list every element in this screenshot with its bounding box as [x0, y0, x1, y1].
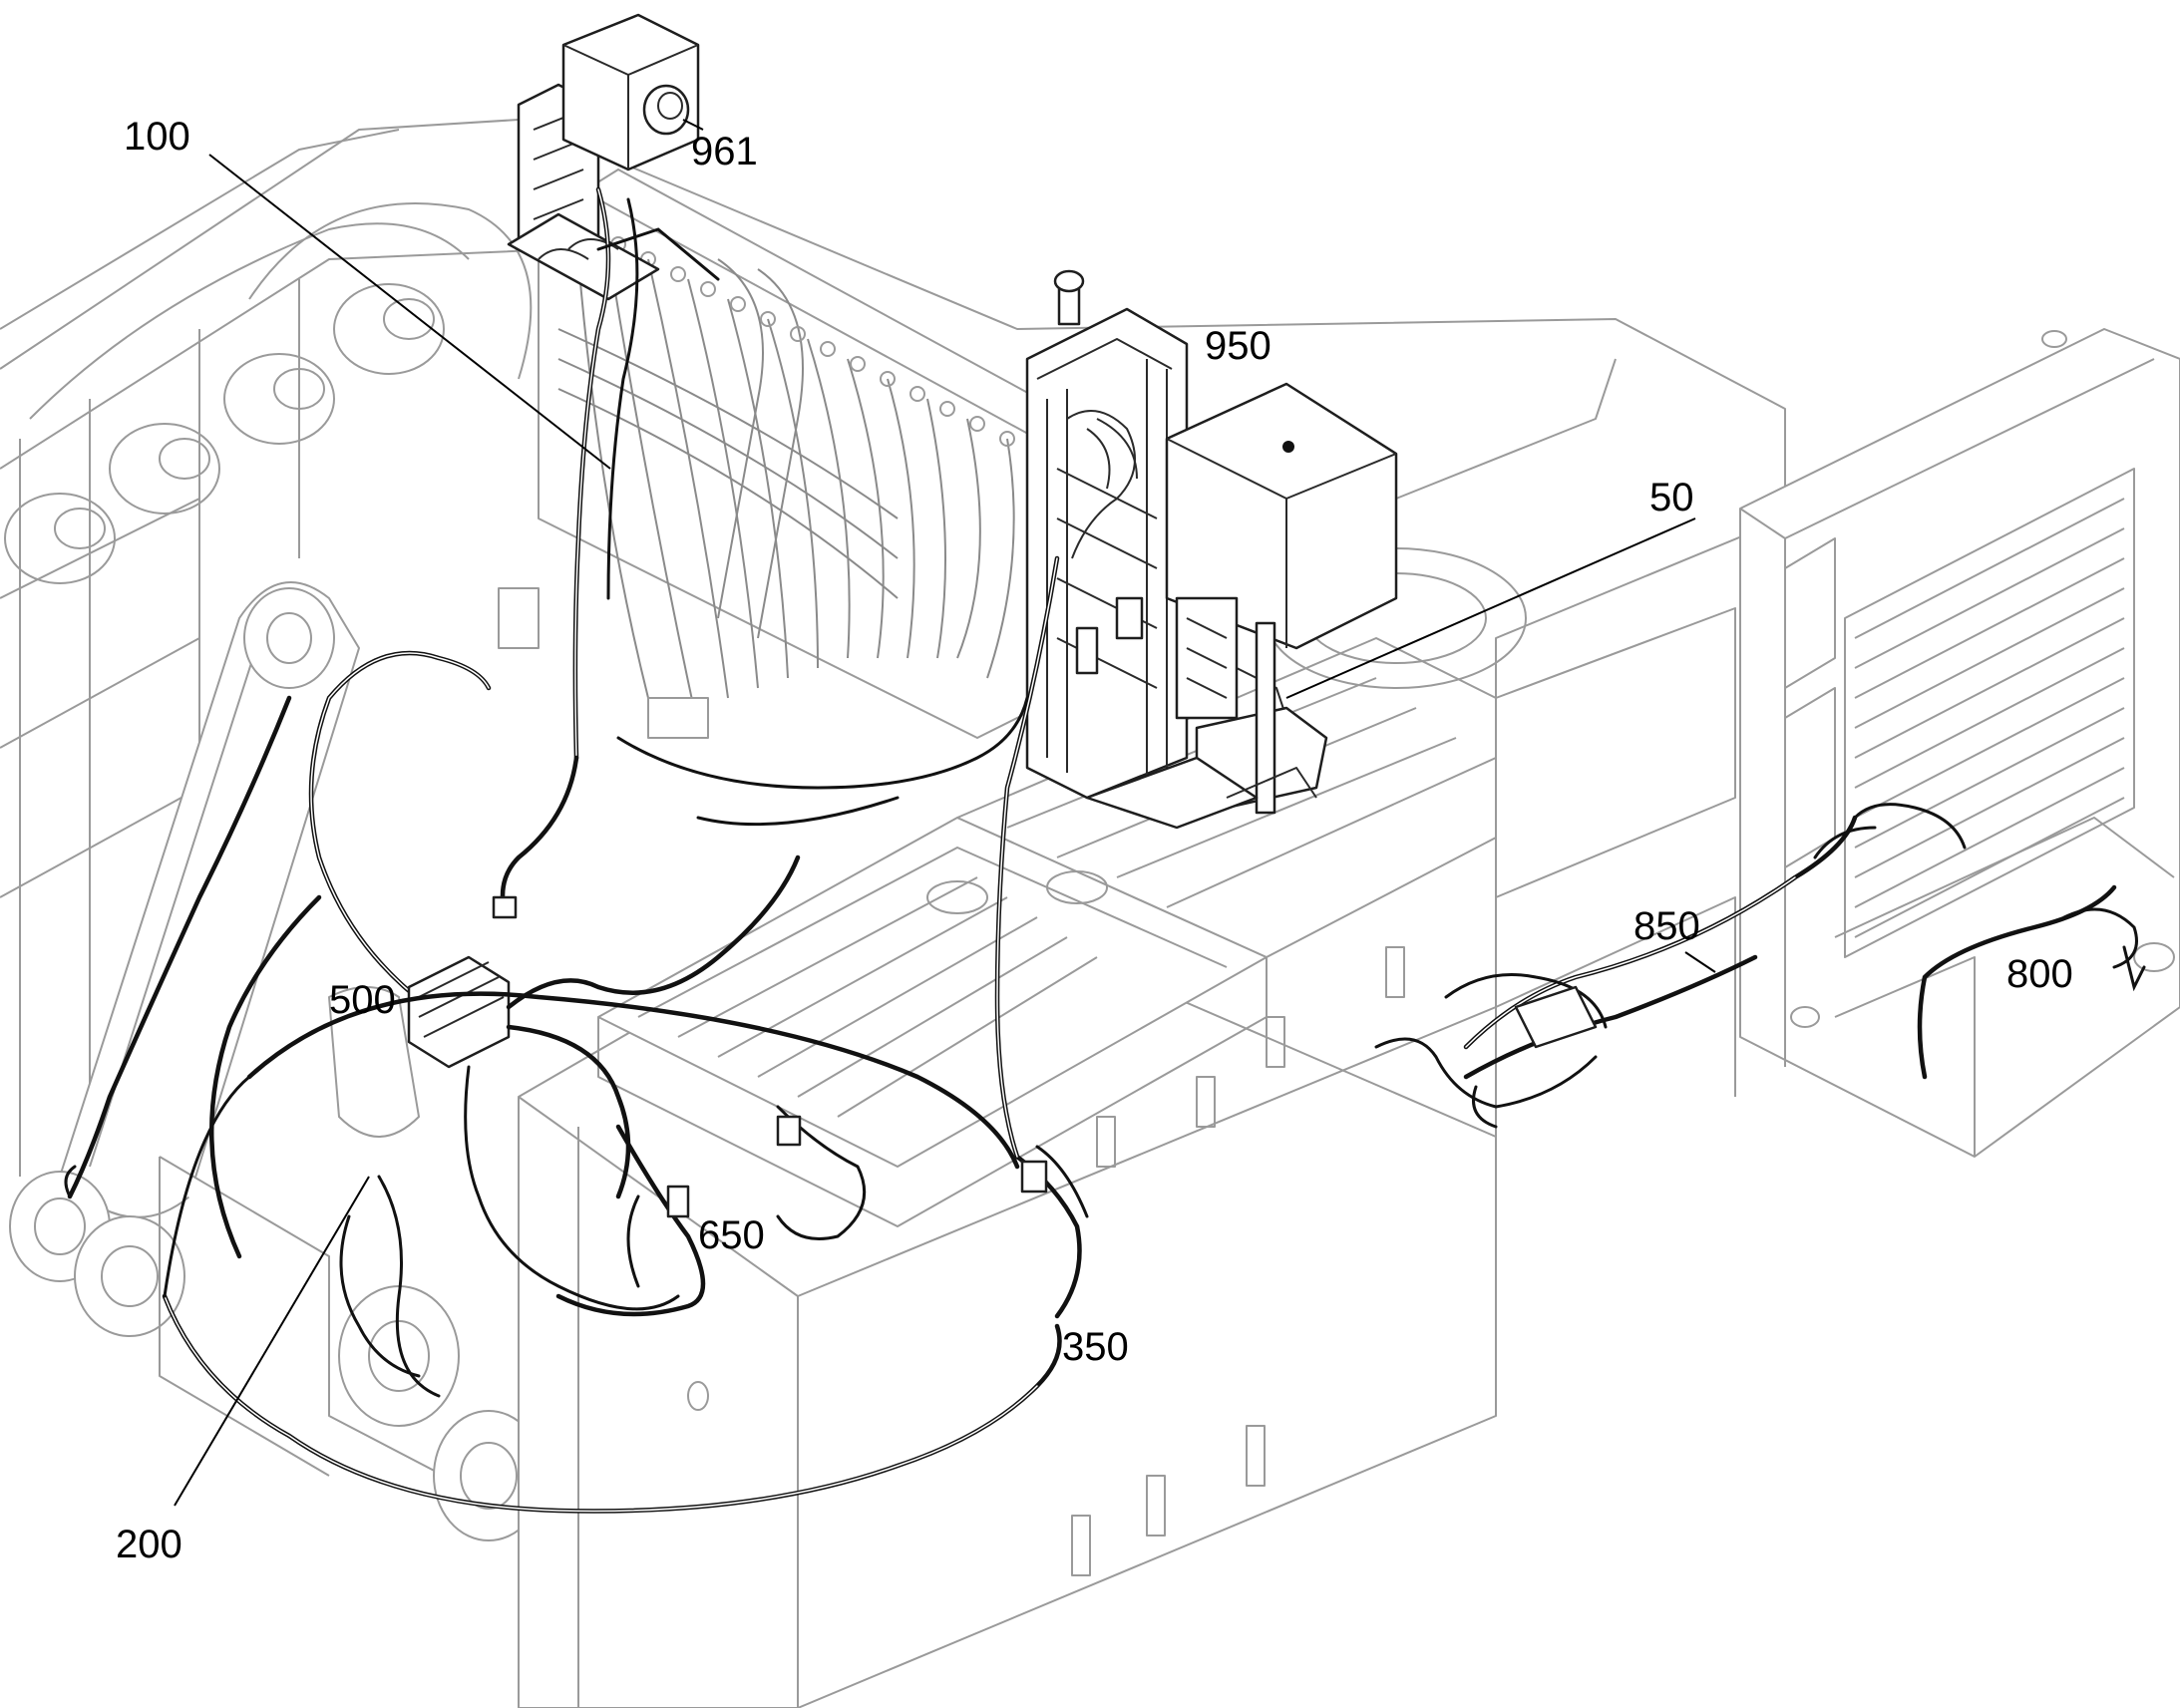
- leader-961: [682, 119, 704, 131]
- ref-label-961: 961: [691, 130, 758, 173]
- ref-label-500: 500: [329, 978, 396, 1022]
- ref-label-650: 650: [698, 1213, 765, 1257]
- wiring-harness: [64, 186, 2146, 1514]
- reference-labels: 100 961 950 50 850 800 500 650 350 200: [116, 115, 2073, 1566]
- machine-frame: [0, 119, 2180, 1708]
- ref-label-350: 350: [1062, 1325, 1129, 1369]
- ref-label-800: 800: [2006, 952, 2073, 996]
- leader-100: [208, 154, 611, 470]
- junction-box-961: [507, 13, 700, 301]
- leader-lines: [174, 119, 1716, 1507]
- ref-label-850: 850: [1634, 904, 1700, 948]
- ref-label-950: 950: [1205, 324, 1272, 368]
- ref-label-200: 200: [116, 1523, 182, 1566]
- hydraulic-valve-bank: [498, 169, 1058, 739]
- leader-200: [174, 1176, 370, 1507]
- ref-label-100: 100: [124, 115, 190, 159]
- leader-850: [1684, 951, 1716, 973]
- leader-50: [1285, 517, 1696, 699]
- control-cabinet-950: [1025, 269, 1398, 830]
- ref-label-50: 50: [1649, 476, 1694, 519]
